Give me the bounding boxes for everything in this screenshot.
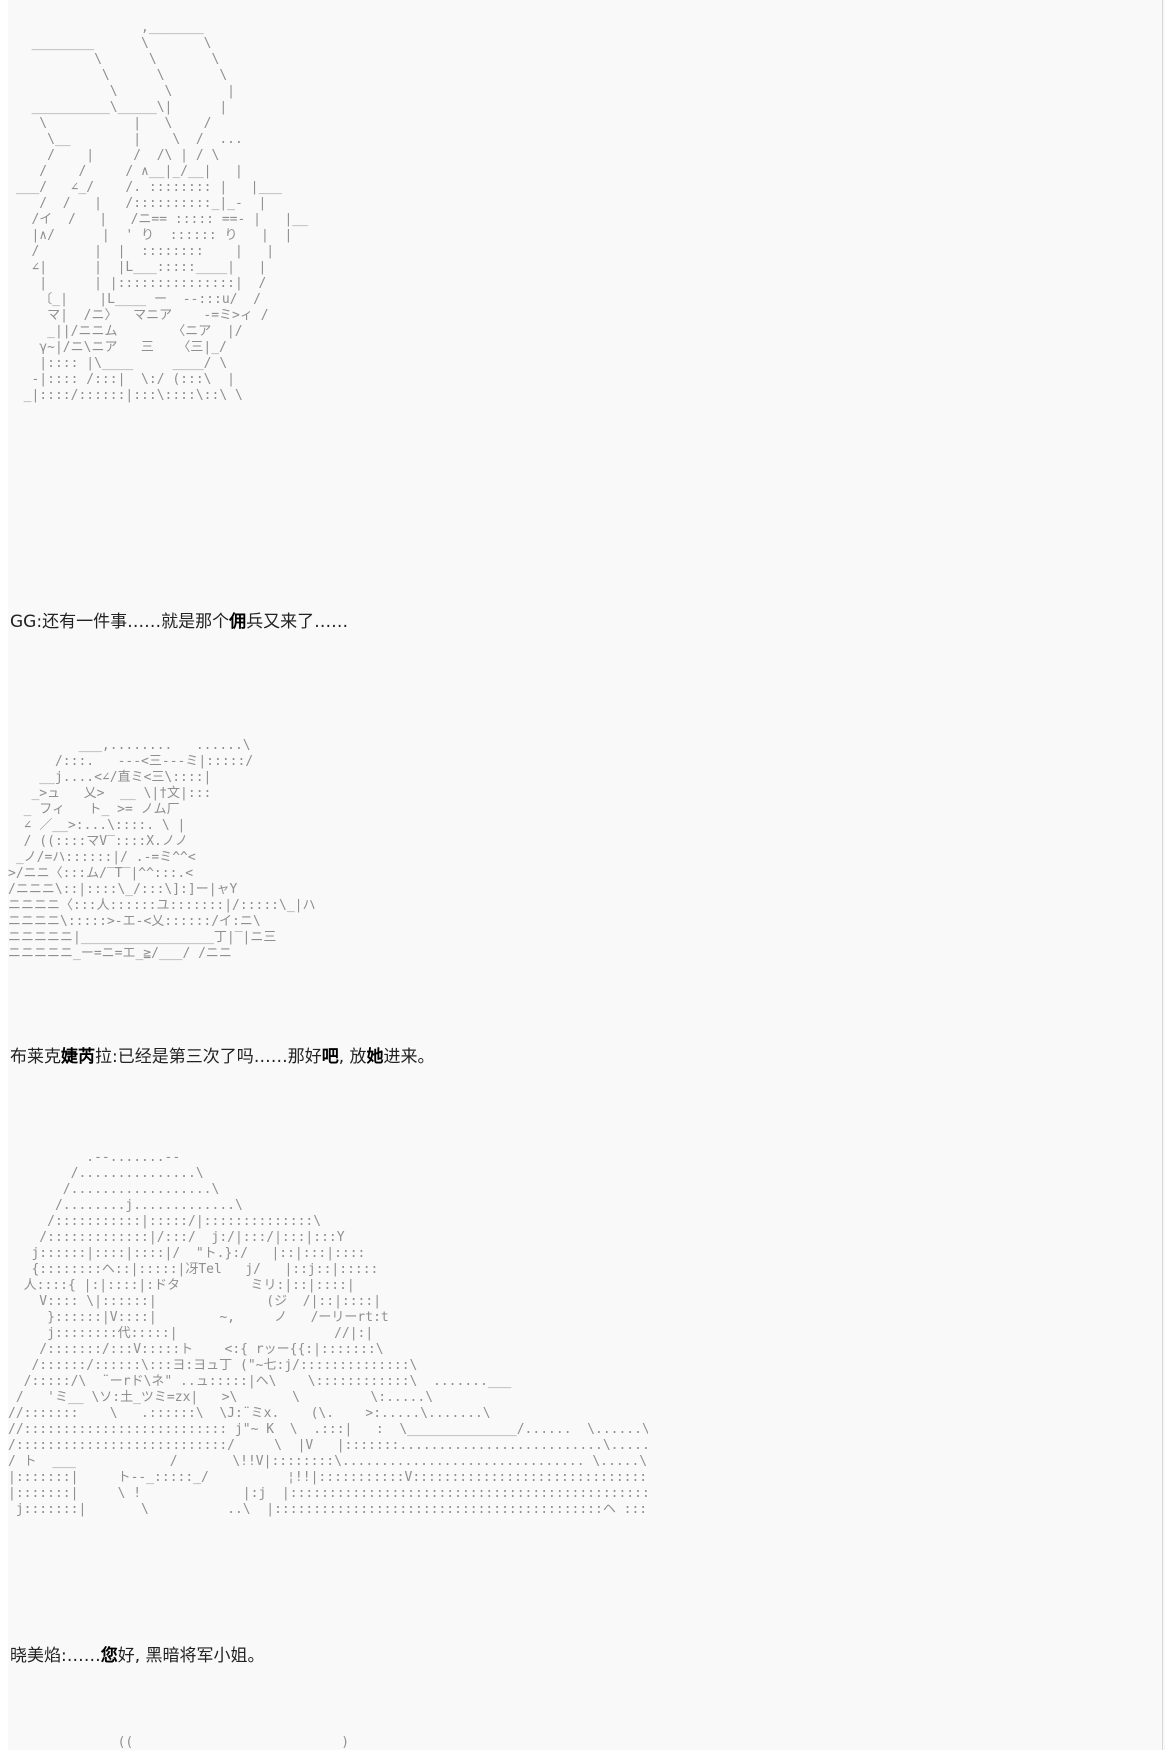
dialogue-line: 布莱克婕芮拉:已经是第三次了吗……那好吧, 放她进来。 [10, 1047, 435, 1067]
dialogue-line: 晓美焰:……您好, 黑暗将军小姐。 [10, 1646, 265, 1666]
divider [1162, 0, 1163, 1750]
ascii-art-blackjairah: ___,........ ......\ /:::. ---<三---ミ|:::… [8, 738, 316, 961]
dialogue-text: …… [66, 1646, 101, 1666]
dialogue-text: , 放 [338, 1047, 367, 1067]
dialogue-text-bold: 佣 [229, 612, 247, 632]
dialogue-text: 进来。 [383, 1047, 435, 1067]
speaker-name: 布莱克 [10, 1047, 61, 1067]
speaker-name: 晓美焰 [10, 1646, 61, 1666]
speaker-name: GG [10, 612, 37, 632]
ascii-art-next: ((￣￣￣￣￣￣￣￣￣￣￣￣￣￣￣￣) [8, 1735, 350, 1750]
dialogue-line: GG:还有一件事……就是那个佣兵又来了…… [10, 612, 349, 632]
dialogue-text-bold: 婕芮 [61, 1047, 95, 1067]
dialogue-text: 还有一件事……就是那个 [42, 612, 230, 632]
ascii-art-gg: ,_______ ________ \ \ \ \ \ \ \ \ \ \ | … [15, 20, 308, 403]
page-background [8, 0, 1165, 1750]
dialogue-text: 好, 黑暗将军小姐。 [117, 1646, 265, 1666]
dialogue-text-bold: 吧 [321, 1047, 339, 1067]
dialogue-text-bold: 您 [100, 1646, 118, 1666]
ascii-art-homura: .--.......-- /...............\ /........… [8, 1150, 648, 1517]
dialogue-text: 拉:已经是第三次了吗……那好 [95, 1047, 322, 1067]
dialogue-text-bold: 她 [366, 1047, 384, 1067]
dialogue-text: 兵又来了…… [246, 612, 349, 632]
